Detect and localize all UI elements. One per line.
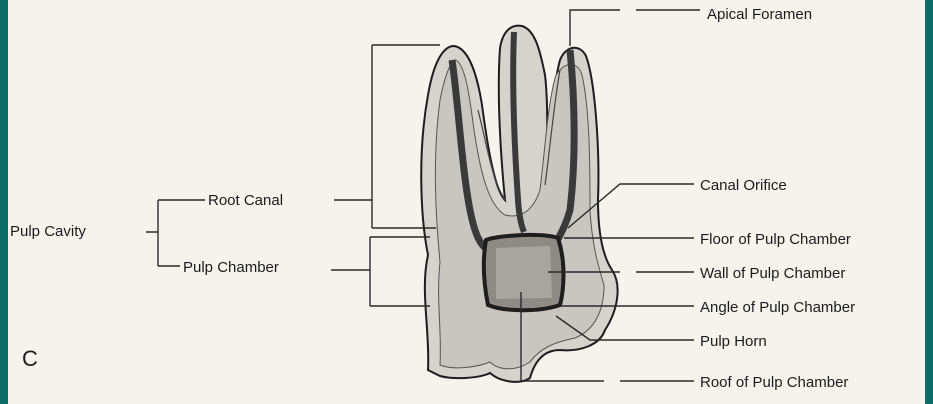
figure-letter: C xyxy=(22,346,38,371)
label-roof-of-pulp-chamber: Roof of Pulp Chamber xyxy=(700,374,848,391)
label-floor-of-pulp-chamber: Floor of Pulp Chamber xyxy=(700,231,851,248)
label-apical-foramen: Apical Foramen xyxy=(707,6,812,23)
label-angle-of-pulp-chamber: Angle of Pulp Chamber xyxy=(700,299,855,316)
label-wall-of-pulp-chamber: Wall of Pulp Chamber xyxy=(700,265,845,282)
label-pulp-chamber: Pulp Chamber xyxy=(183,259,279,276)
label-root-canal: Root Canal xyxy=(208,192,283,209)
label-canal-orifice: Canal Orifice xyxy=(700,177,787,194)
tooth-illustration xyxy=(421,26,617,382)
pulp-chamber-inner xyxy=(496,246,552,299)
label-pulp-horn: Pulp Horn xyxy=(700,333,767,350)
label-pulp-cavity: Pulp Cavity xyxy=(10,223,86,240)
